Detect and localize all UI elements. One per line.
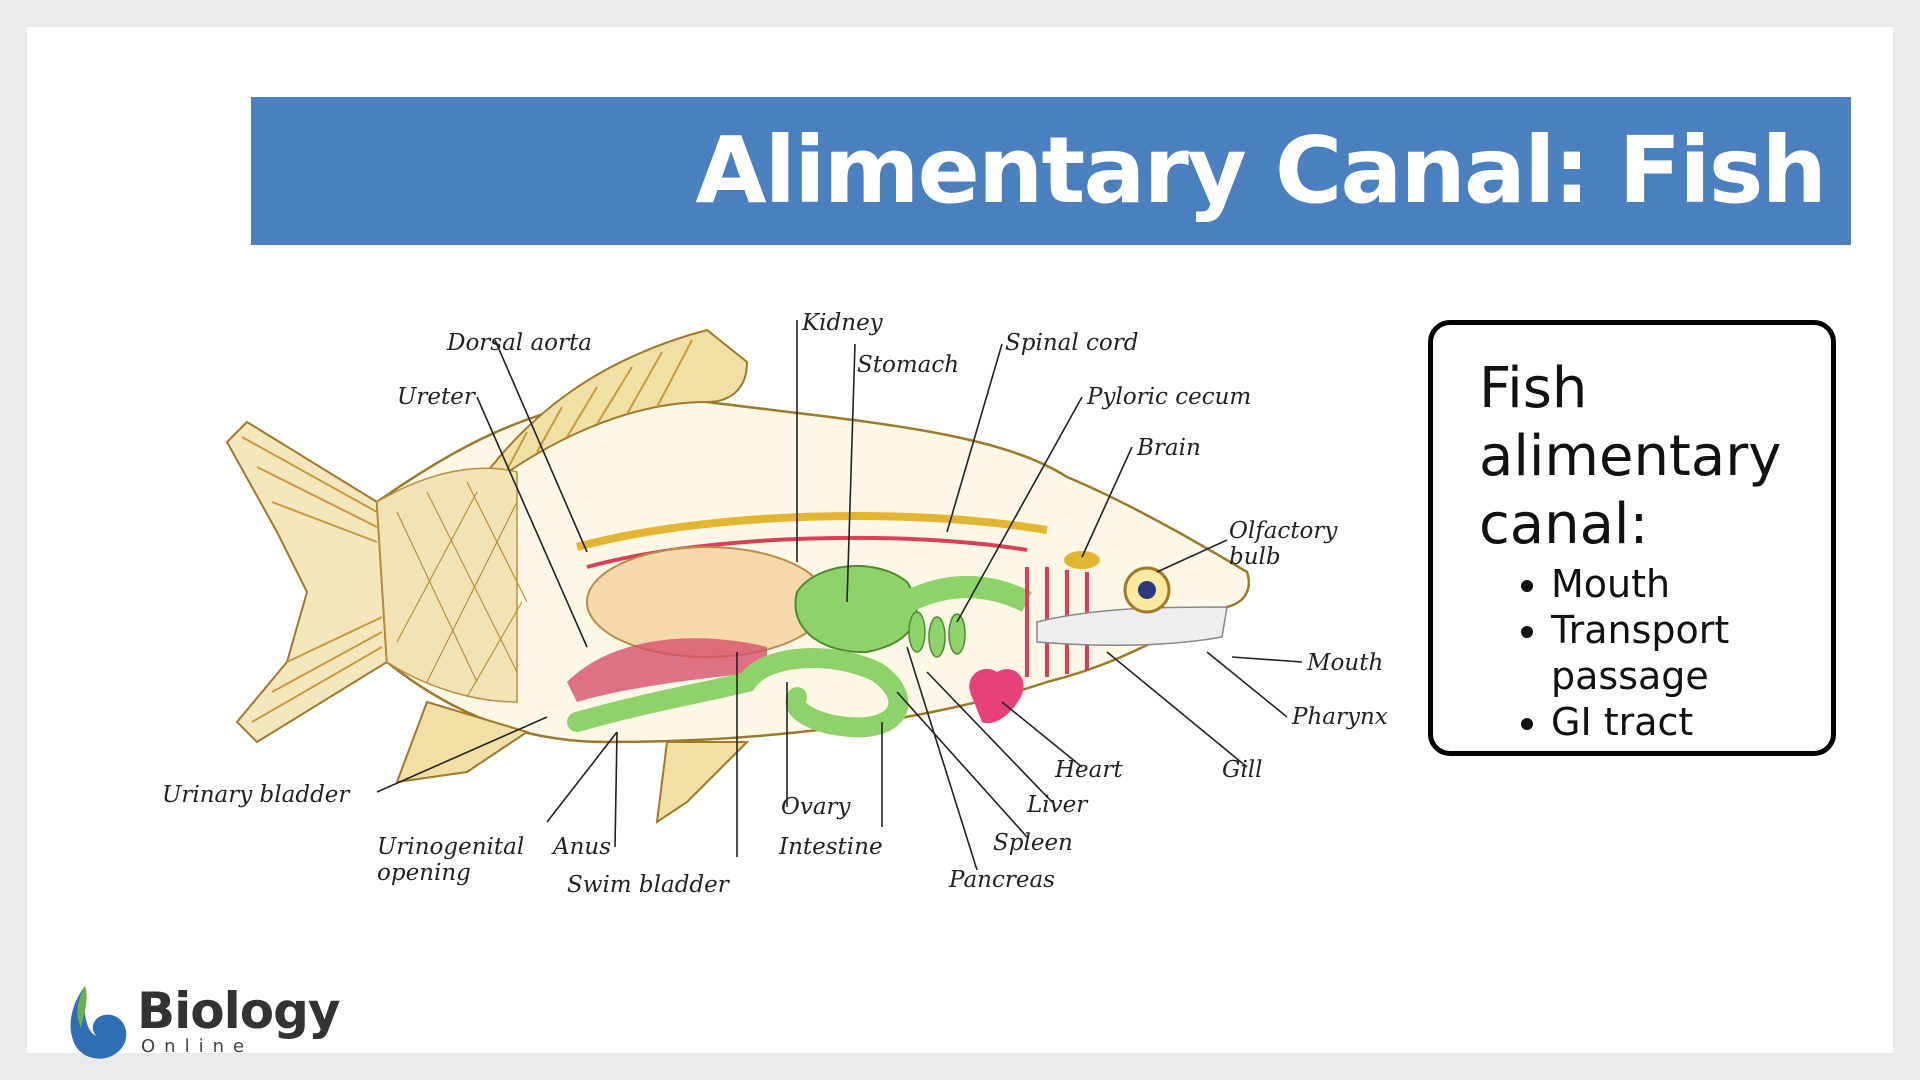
label-urinary-bladder: Urinary bladder [162, 782, 351, 808]
fish-diagram: Dorsal aorta Ureter Kidney Stomach Spina… [162, 310, 1388, 898]
label-stomach: Stomach [857, 352, 959, 378]
logo-subtitle: Online [141, 1036, 254, 1057]
label-spinal-cord: Spinal cord [1005, 330, 1138, 356]
label-ovary: Ovary [781, 794, 852, 820]
intestine [567, 648, 909, 738]
label-olfactory-bulb: Olfactory [1229, 518, 1338, 544]
dorsal-fin [486, 328, 749, 489]
spinal-cord [575, 511, 1048, 551]
info-box: Fish alimentary canal: Mouth Transport p… [1428, 320, 1836, 756]
label-intestine: Intestine [778, 834, 883, 860]
title-bar: Alimentary Canal: Fish [251, 97, 1851, 245]
label-pancreas: Pancreas [948, 867, 1055, 893]
caudal-fin [225, 420, 389, 744]
pupil [1138, 581, 1156, 599]
info-heading: Fish alimentary canal: [1479, 356, 1782, 557]
brain [1064, 551, 1100, 569]
pharynx [1036, 606, 1228, 647]
label-ureter: Ureter [397, 384, 477, 410]
label-anus: Anus [551, 834, 611, 860]
pyloric-caeca [908, 611, 966, 658]
scales [376, 467, 518, 703]
list-item: GI tract [1551, 699, 1831, 745]
label-spleen: Spleen [993, 830, 1073, 856]
label-brain: Brain [1136, 435, 1201, 461]
logo-icon [70, 986, 127, 1059]
biology-online-logo: Biology Online [67, 980, 340, 1066]
label-urinogenital-opening: Urinogenital [377, 834, 524, 860]
label-pharynx: Pharynx [1291, 704, 1388, 730]
label-liver: Liver [1026, 792, 1089, 818]
label-heart: Heart [1054, 757, 1123, 783]
anal-fin [395, 700, 530, 784]
slide: Alimentary Canal: Fish Fish alimentary c… [27, 27, 1893, 1059]
label-gill: Gill [1222, 757, 1262, 783]
list-item: Transport passage [1551, 607, 1831, 699]
label-swim-bladder: Swim bladder [567, 872, 731, 898]
dorsal-rays [506, 339, 693, 471]
label-mouth: Mouth [1306, 650, 1383, 676]
leader-lines [376, 320, 1303, 871]
label-dorsal-aorta: Dorsal aorta [446, 330, 592, 356]
logo-wordmark: Biology [137, 982, 340, 1040]
esophagus [902, 576, 1032, 612]
page-title: Alimentary Canal: Fish [695, 117, 1827, 224]
list-item: Mouth [1551, 561, 1831, 607]
stomach [794, 565, 918, 654]
fin-rays [241, 436, 383, 723]
heart [969, 668, 1024, 724]
ovary [567, 638, 767, 702]
label-kidney: Kidney [801, 310, 884, 336]
dorsal-aorta [586, 535, 1028, 569]
label-pyloric-cecum: Pyloric cecum [1086, 384, 1251, 410]
info-list: Mouth Transport passage GI tract [1521, 561, 1831, 745]
label-olfactory-bulb-2: bulb [1229, 544, 1281, 570]
scale-pattern [396, 481, 528, 698]
pelvic-fin [655, 741, 750, 825]
label-urinogenital-opening-2: opening [377, 860, 471, 886]
